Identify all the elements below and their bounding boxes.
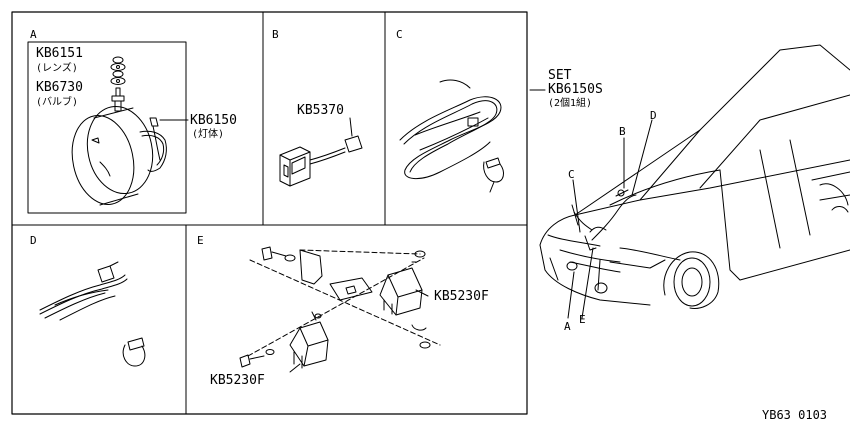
car-callout-c: C (568, 168, 575, 181)
lens-part-number: KB6151 (36, 46, 83, 61)
section-c-letter: C (396, 28, 403, 41)
bulb-part-name: (バルブ) (36, 97, 79, 108)
relay-part-number-lower: KB5230F (210, 373, 265, 388)
section-b-letter: B (272, 28, 279, 41)
fog-lamp-illustration (71, 56, 189, 206)
section-a-letter: A (30, 28, 37, 41)
set-quantity: (2個1組) (548, 98, 593, 109)
car-callout-a: A (564, 320, 571, 333)
harness-d-illustration (39, 261, 146, 367)
leader-lines (289, 89, 653, 373)
relay-part-number-upper: KB5230F (434, 289, 489, 304)
switch-illustration (279, 117, 363, 187)
lens-part-name: (レンズ) (36, 63, 78, 74)
car-callout-d: D (650, 109, 657, 122)
bulb-part-number: KB6730 (36, 80, 83, 95)
switch-part-number: KB5370 (297, 103, 344, 118)
lamp-body-part-number: KB6150 (190, 113, 237, 128)
diagram-code: YB63 0103 (762, 408, 828, 422)
car-callout-b: B (619, 125, 626, 138)
harness-c-illustration (399, 79, 504, 193)
car-callout-e: E (579, 313, 586, 326)
section-d-letter: D (30, 234, 37, 247)
lamp-body-part-name: (灯体) (192, 129, 225, 140)
set-label: SET (548, 68, 572, 83)
relay-kit-illustration (239, 246, 441, 369)
section-frame (11, 11, 528, 415)
set-part-number: KB6150S (548, 82, 603, 97)
section-e-letter: E (197, 234, 204, 247)
